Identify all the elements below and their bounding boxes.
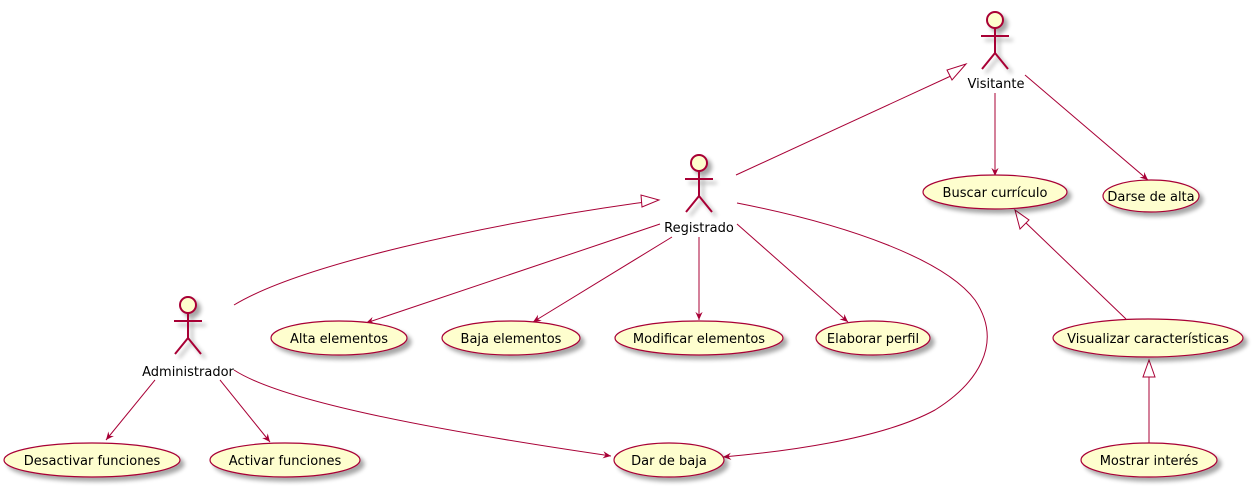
usecase-alta-elementos: Alta elementos — [270, 320, 408, 356]
connectors — [105, 62, 1156, 460]
usecase-buscar-curriculo-label: Buscar currículo — [943, 186, 1048, 201]
usecase-baja-elementos-label: Baja elementos — [461, 332, 562, 347]
generalization-arrow-visualizar — [1142, 358, 1156, 378]
actor-registrado-label: Registrado — [664, 221, 734, 236]
usecase-buscar-curriculo: Buscar currículo — [922, 174, 1068, 210]
usecase-desactivar-funciones: Desactivar funciones — [3, 442, 181, 478]
usecase-modificar-elementos: Modificar elementos — [614, 320, 784, 356]
edge-admin-activar — [219, 379, 271, 443]
actor-administrador-label: Administrador — [142, 365, 234, 380]
actor-registrado: Registrado — [664, 154, 734, 236]
usecase-activar-funciones: Activar funciones — [209, 442, 361, 478]
actor-visitante-icon — [981, 11, 1009, 70]
edge-visitante-darse-alta — [1024, 74, 1149, 181]
generalization-arrow-visitante — [946, 62, 968, 81]
usecase-darse-de-alta-label: Darse de alta — [1107, 190, 1194, 205]
usecase-baja-elementos: Baja elementos — [441, 320, 581, 356]
edge-registrado-baja — [532, 236, 673, 323]
generalization-arrow-buscar — [1014, 208, 1030, 230]
usecase-dar-de-baja-label: Dar de baja — [631, 454, 707, 469]
edge-registrado-visitante — [735, 74, 954, 176]
usecase-visualizar-caracteristicas: Visualizar características — [1052, 318, 1244, 358]
usecase-activar-funciones-label: Activar funciones — [229, 454, 342, 469]
actor-administrador-icon — [174, 296, 202, 355]
edge-registrado-dar-baja — [722, 202, 988, 460]
actor-visitante-label: Visitante — [967, 77, 1024, 92]
actor-administrador: Administrador — [142, 296, 235, 380]
usecase-alta-elementos-label: Alta elementos — [290, 332, 388, 347]
edge-administrador-registrado — [233, 201, 646, 306]
edge-registrado-elaborar — [736, 223, 849, 323]
usecase-mostrar-interes-label: Mostrar interés — [1100, 454, 1199, 469]
usecase-elaborar-perfil: Elaborar perfil — [815, 320, 931, 356]
edge-visualizar-buscar — [1024, 221, 1127, 320]
edge-admin-dar-baja — [233, 369, 612, 459]
usecase-desactivar-funciones-label: Desactivar funciones — [24, 454, 161, 469]
usecase-visualizar-caracteristicas-label: Visualizar características — [1067, 332, 1229, 347]
actor-registrado-icon — [685, 154, 713, 213]
usecase-dar-de-baja: Dar de baja — [613, 442, 725, 478]
usecase-elaborar-perfil-label: Elaborar perfil — [827, 332, 919, 347]
actor-visitante: Visitante — [967, 11, 1025, 92]
generalization-arrow-registrado — [640, 194, 661, 208]
usecase-modificar-elementos-label: Modificar elementos — [633, 332, 765, 347]
edge-admin-desactivar — [105, 379, 156, 441]
usecase-darse-de-alta: Darse de alta — [1102, 179, 1200, 213]
edge-registrado-alta — [365, 223, 661, 324]
usecase-mostrar-interes: Mostrar interés — [1080, 442, 1218, 478]
